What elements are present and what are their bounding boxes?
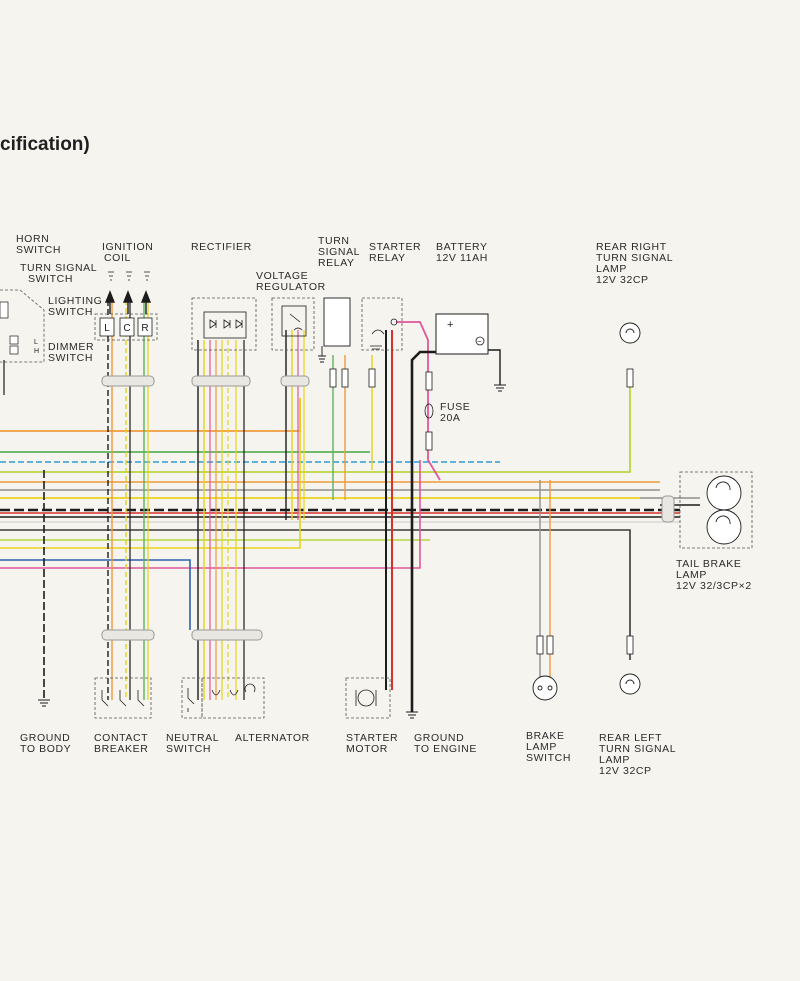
wire-blue-a xyxy=(0,559,191,630)
coil-terminal-l: L xyxy=(104,323,110,334)
dimmer-terminal-l: L xyxy=(34,339,38,346)
starter-motor-box xyxy=(345,677,391,719)
coil-terminal-r: R xyxy=(141,323,148,334)
neutral-switch-symbol xyxy=(187,688,195,712)
alternator-box xyxy=(201,677,265,719)
alternator-coils xyxy=(211,683,256,696)
tail-brake-lamp-box xyxy=(679,471,753,549)
starter-motor-symbol xyxy=(357,689,375,707)
rectifier-diodes xyxy=(203,311,247,339)
wire-battery-neg xyxy=(410,340,488,712)
battery-plus-terminal: + xyxy=(447,319,453,331)
wire-battery-red xyxy=(396,321,441,481)
handlebar-switch-box xyxy=(0,289,45,363)
fuse-symbol xyxy=(424,403,434,419)
wire-brown-a xyxy=(0,529,631,660)
ignition-coil-arrows xyxy=(104,271,152,314)
clamp-vr xyxy=(280,375,310,387)
ground-to-engine-symbol xyxy=(406,711,418,719)
wire-orange-top xyxy=(0,398,301,432)
rectifier-box xyxy=(191,297,257,351)
clamp-rect-bottom xyxy=(191,629,263,641)
tail-brake-lamp-bulbs xyxy=(706,475,742,545)
dimmer-terminal-h: H xyxy=(34,348,39,355)
ignition-coil-box xyxy=(94,313,158,341)
wire-pink-a xyxy=(0,460,421,569)
clamp-coil-bottom xyxy=(101,629,155,641)
fuse-connector-bottom xyxy=(425,431,433,451)
wire-battery-ground xyxy=(486,349,501,385)
battery-minus-terminal: − xyxy=(477,337,482,346)
wire-yellow-b xyxy=(0,398,301,549)
dimmer-switch-terminals xyxy=(0,301,19,395)
starter-relay-internals xyxy=(370,318,398,350)
ground-to-body-symbol xyxy=(38,699,50,707)
fuse-connector-top xyxy=(425,371,433,391)
rear-left-lamp-symbol xyxy=(619,673,641,695)
starter-relay-box xyxy=(361,297,403,351)
voltage-regulator-box xyxy=(271,297,315,351)
rear-right-lamp-symbol xyxy=(619,322,641,344)
clamp-tail xyxy=(661,495,675,523)
neutral-switch-box xyxy=(181,677,203,719)
diagram-title: cification) xyxy=(0,134,90,155)
contact-breaker-box xyxy=(94,677,152,719)
coil-terminal-c: C xyxy=(123,323,130,334)
voltage-regulator-internals xyxy=(281,305,307,337)
label-rectifier: RECTIFIER xyxy=(191,241,252,253)
turn-signal-relay-body xyxy=(323,297,351,347)
clamp-coil-top xyxy=(101,375,155,387)
label-alternator: ALTERNATOR xyxy=(235,732,310,744)
battery-body xyxy=(435,313,489,355)
contact-breaker-symbol xyxy=(101,690,145,707)
clamp-rect-top xyxy=(191,375,251,387)
brake-lamp-switch-symbol xyxy=(532,675,558,701)
wire-lightgreen-rr xyxy=(0,380,631,473)
